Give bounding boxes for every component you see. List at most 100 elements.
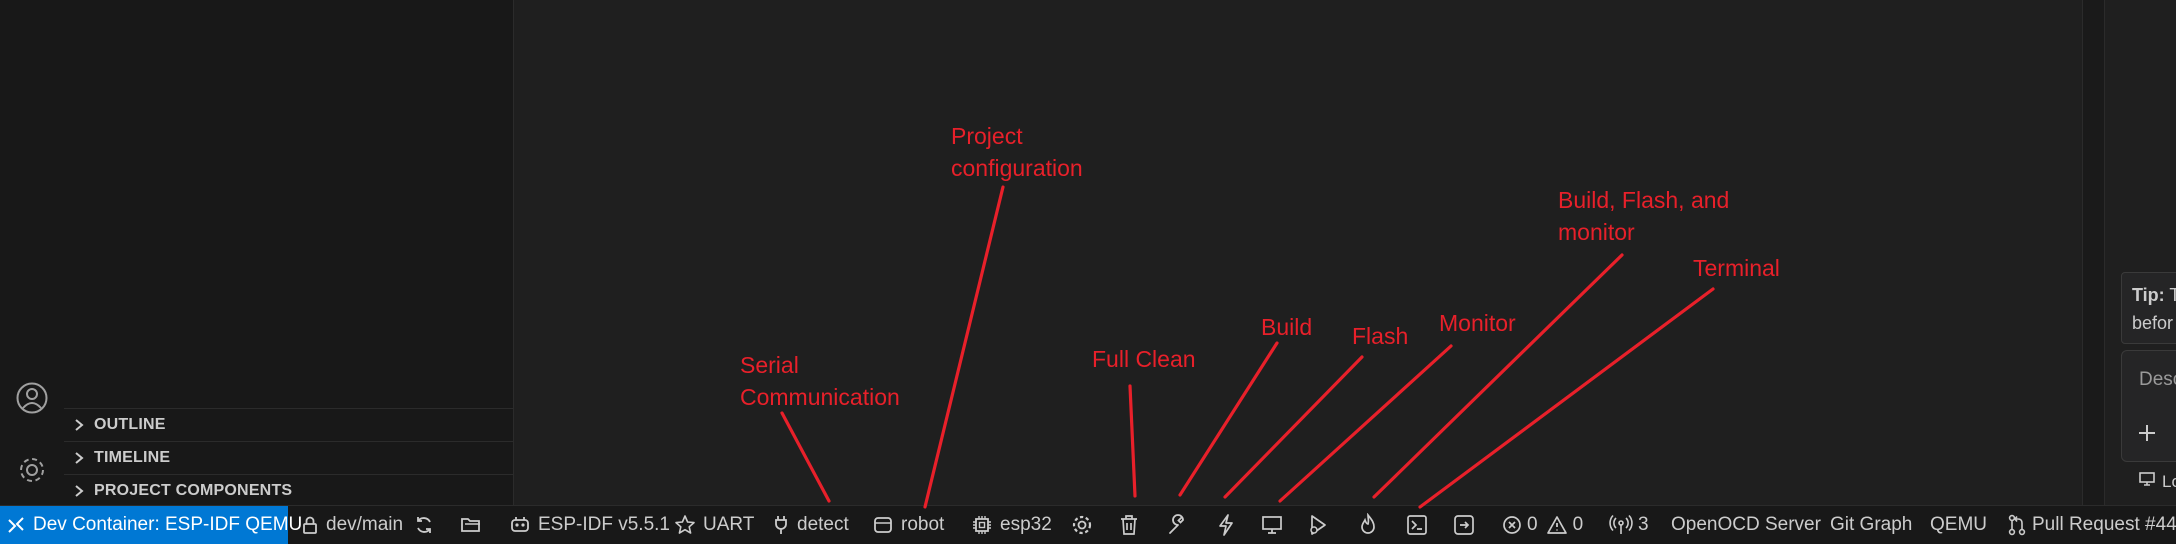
status-bar: Dev Container: ESP-IDF QEMU dev/main ESP…: [0, 505, 2176, 544]
pull-request-item[interactable]: Pull Request #44: [2007, 506, 2176, 544]
annotation-terminal: Terminal: [1693, 252, 1780, 284]
annotation-text: Flash: [1352, 323, 1409, 349]
arrow-full-clean: [1128, 384, 1137, 498]
trash-icon[interactable]: [1118, 506, 1140, 544]
annotation-text: Monitor: [1439, 310, 1516, 336]
flame-icon[interactable]: [1358, 506, 1378, 544]
error-icon: [1502, 515, 1522, 535]
qemu-button[interactable]: QEMU: [1930, 506, 1987, 544]
idf-version-item[interactable]: ESP-IDF v5.5.1: [509, 506, 670, 544]
ports-count: 3: [1638, 514, 1649, 535]
annotation-text: Full Clean: [1092, 346, 1196, 372]
port-item[interactable]: detect: [772, 506, 849, 544]
idf-version-label: ESP-IDF v5.5.1: [538, 514, 670, 535]
broadcast-icon: [1609, 514, 1633, 536]
editor-scrollbar[interactable]: [2082, 0, 2105, 505]
wrench-icon[interactable]: [1166, 506, 1190, 544]
section-timeline[interactable]: TIMELINE: [64, 441, 513, 473]
tip-text: T: [2169, 285, 2176, 305]
debug-icon[interactable]: [1306, 506, 1332, 544]
arrow-project-configuration: [923, 185, 1005, 509]
annotation-text: Build, Flash, and: [1558, 187, 1730, 213]
annotation-build-flash-monitor: Build, Flash, and monitor: [1558, 184, 1729, 248]
remote-indicator[interactable]: Dev Container: ESP-IDF QEMU: [0, 506, 302, 544]
tip-text-line2: befor: [2132, 313, 2174, 333]
gear-icon[interactable]: [10, 448, 54, 492]
section-label: PROJECT COMPONENTS: [94, 481, 293, 499]
annotation-build: Build: [1261, 311, 1312, 343]
config-gear-icon[interactable]: [1070, 506, 1094, 544]
folder-icon[interactable]: [459, 506, 483, 544]
section-project-components[interactable]: PROJECT COMPONENTS: [64, 474, 513, 506]
chip-icon: [971, 514, 993, 536]
annotation-text: Project: [951, 123, 1023, 149]
add-context-icon[interactable]: [2137, 423, 2157, 448]
branch-item[interactable]: dev/main: [301, 506, 403, 544]
section-label: TIMELINE: [94, 448, 171, 466]
annotation-text: Build: [1261, 314, 1313, 340]
warning-icon: [1546, 515, 1568, 535]
arrow-build-flash-monitor: [1372, 253, 1624, 499]
chevron-right-icon: [64, 484, 94, 498]
tip-box: Tip: T befor: [2121, 272, 2176, 344]
flash-method-item[interactable]: UART: [674, 506, 754, 544]
pull-request-icon: [2007, 514, 2027, 536]
annotation-project-configuration: Project configuration: [951, 120, 1083, 184]
pull-request-label: Pull Request #44: [2032, 514, 2176, 535]
arrow-serial-communication: [780, 411, 831, 503]
section-outline[interactable]: OUTLINE: [64, 408, 513, 440]
arrow-flash: [1223, 355, 1364, 499]
monitor-icon[interactable]: [1260, 506, 1284, 544]
target-label: esp32: [1000, 514, 1052, 535]
remote-icon: [6, 515, 26, 535]
qemu-label: QEMU: [1930, 514, 1987, 535]
openocd-server-button[interactable]: OpenOCD Server: [1671, 506, 1821, 544]
annotation-full-clean: Full Clean: [1092, 343, 1196, 375]
warning-count: 0: [1572, 514, 1584, 535]
error-count: 0: [1527, 514, 1538, 535]
plug-icon: [772, 514, 790, 536]
remote-label: Dev Container: ESP-IDF QEMU: [33, 514, 303, 535]
arrow-monitor: [1278, 344, 1453, 503]
tip-label: Tip:: [2132, 285, 2165, 305]
lock-icon: [301, 515, 319, 535]
chevron-right-icon: [64, 418, 94, 432]
annotation-text: Serial: [740, 352, 799, 378]
annotation-text: Communication: [740, 384, 900, 410]
annotation-text: monitor: [1558, 219, 1635, 245]
chevron-right-icon: [64, 451, 94, 465]
annotation-text: Terminal: [1693, 255, 1780, 281]
account-icon[interactable]: [10, 376, 54, 420]
lightning-icon[interactable]: [1216, 506, 1236, 544]
git-graph-label: Git Graph: [1830, 514, 1913, 535]
target-item[interactable]: esp32: [971, 506, 1052, 544]
chat-footer[interactable]: Lo: [2138, 470, 2176, 493]
chat-input-placeholder: Desc: [2139, 369, 2176, 390]
open-panel-icon[interactable]: [1452, 506, 1476, 544]
esp-idf-icon: [509, 515, 531, 535]
port-label: detect: [797, 514, 849, 535]
section-label: OUTLINE: [94, 415, 166, 433]
star-icon: [674, 514, 696, 536]
sync-icon[interactable]: [413, 506, 435, 544]
chat-footer-text: Lo: [2162, 471, 2176, 491]
annotation-monitor: Monitor: [1439, 307, 1516, 339]
annotation-text: configuration: [951, 155, 1083, 181]
annotation-flash: Flash: [1352, 320, 1408, 352]
arrow-build: [1178, 341, 1279, 497]
terminal-icon[interactable]: [1405, 506, 1429, 544]
project-item[interactable]: robot: [872, 506, 944, 544]
chat-input-box[interactable]: Desc: [2121, 350, 2176, 462]
flash-method-label: UART: [703, 514, 755, 535]
annotation-serial-communication: Serial Communication: [740, 349, 900, 413]
problems-item[interactable]: 0 0: [1502, 506, 1583, 544]
arrow-terminal: [1418, 287, 1715, 509]
ports-item[interactable]: 3: [1609, 506, 1649, 544]
sidebar: OUTLINE TIMELINE PROJECT COMPONENTS: [64, 0, 514, 505]
openocd-label: OpenOCD Server: [1671, 514, 1821, 535]
monitor-icon: [2138, 470, 2156, 493]
branch-label: dev/main: [326, 514, 404, 535]
git-graph-button[interactable]: Git Graph: [1830, 506, 1912, 544]
project-label: robot: [901, 514, 945, 535]
